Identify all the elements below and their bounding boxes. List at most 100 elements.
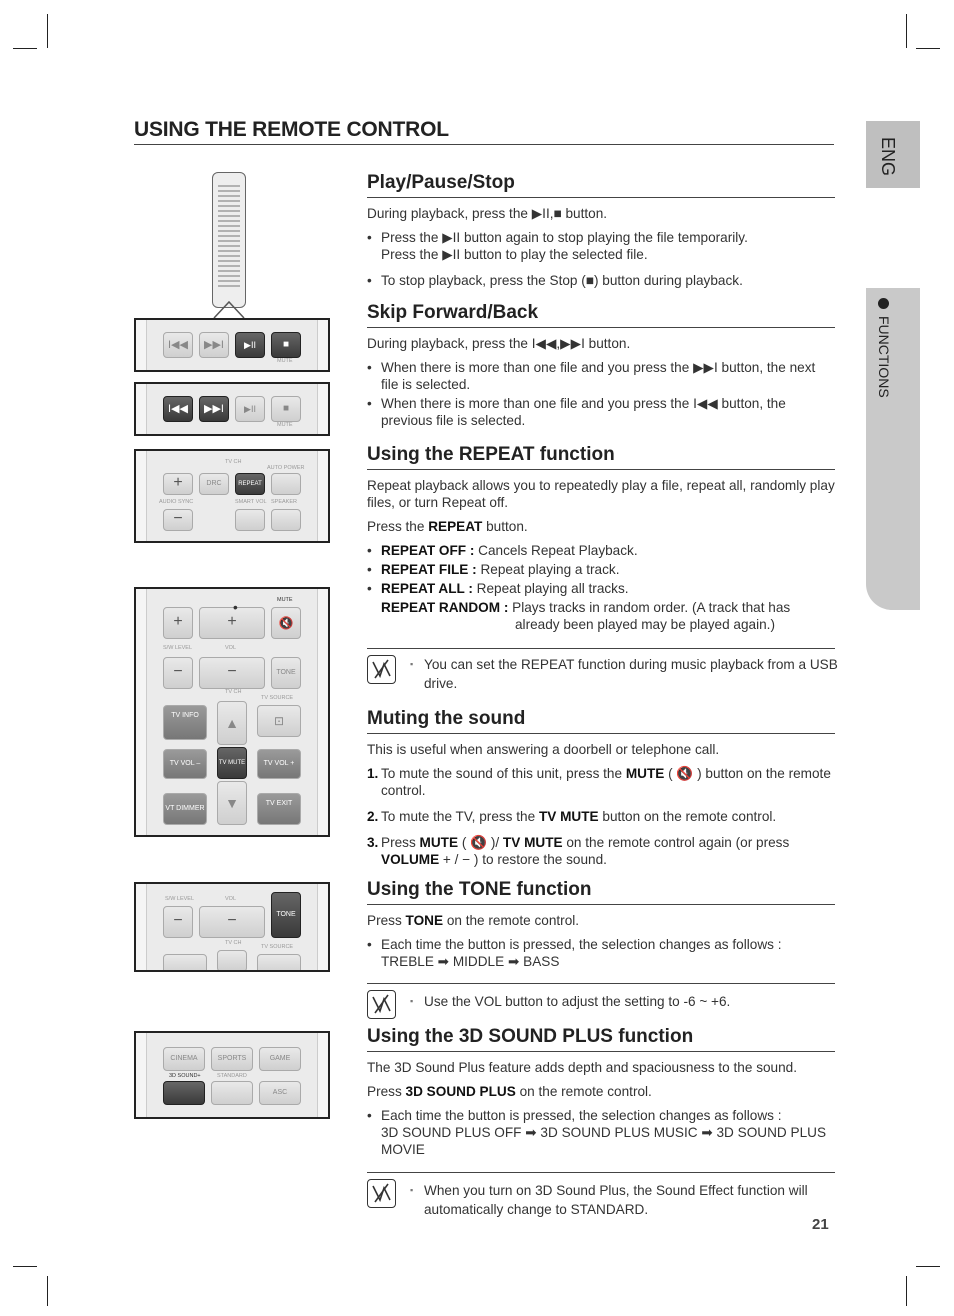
crop-mark <box>13 48 37 49</box>
minus-key-icon: − <box>163 509 193 531</box>
tv-info-key <box>163 954 207 970</box>
section-3d-sound: Using the 3D SOUND PLUS function The 3D … <box>367 1026 835 1158</box>
note-icon <box>367 1179 396 1208</box>
section-play: Play/Pause/Stop During playback, press t… <box>367 172 835 289</box>
remote-panel-repeat: TV CH AUTO POWER + DRC REPEAT AUDIO SYNC… <box>134 449 330 543</box>
note-text: You can set the REPEAT function during m… <box>410 655 844 693</box>
vol-label: VOL <box>225 645 237 651</box>
note-3d-sound: When you turn on 3D Sound Plus, the Soun… <box>367 1172 835 1219</box>
sw-level-label: S/W LEVEL <box>165 896 195 902</box>
crop-mark <box>916 1266 940 1267</box>
list-item: REPEAT ALL : Repeat playing all tracks. <box>367 580 835 597</box>
skip-forward-key-icon: ▶▶I <box>199 332 229 358</box>
smart-vol-label: SMART VOL <box>235 499 267 505</box>
tv-source-key <box>257 954 301 970</box>
game-key: GAME <box>259 1047 301 1071</box>
tvch-label: TV CH <box>225 689 242 695</box>
skip-back-key-icon: I◀◀ <box>163 396 193 422</box>
play-pause-stop-icon: ▶II,■ <box>531 206 562 221</box>
section-tone: Using the TONE function Press TONE on th… <box>367 879 835 970</box>
section-tab-label: FUNCTIONS <box>876 316 892 398</box>
crop-mark <box>13 1266 37 1267</box>
tvch-label: TV CH <box>225 940 242 946</box>
mute-key-icon: 🔇 <box>271 607 301 639</box>
cinema-key: CINEMA <box>163 1047 205 1071</box>
play-heading: Play/Pause/Stop <box>367 172 835 198</box>
section-mute: Muting the sound This is useful when ans… <box>367 708 835 868</box>
list-item: 1.To mute the sound of this unit, press … <box>367 766 831 798</box>
tone-key: TONE <box>271 892 301 938</box>
tv-info-key: TV INFO <box>163 705 207 740</box>
audio-sync-label: AUDIO SYNC <box>159 499 194 505</box>
note-repeat: You can set the REPEAT function during m… <box>367 648 838 697</box>
channel-down-key-icon: ▼ <box>217 781 247 825</box>
plus-key-icon: + <box>163 607 193 639</box>
pointer-arrow-icon <box>213 300 245 319</box>
page-title: USING THE REMOTE CONTROL <box>134 118 834 145</box>
3d-sound-press: Press 3D SOUND PLUS on the remote contro… <box>367 1084 652 1099</box>
stop-key-icon: ■ <box>271 396 301 422</box>
play-intro: During playback, press the ▶II,■ button. <box>367 206 608 221</box>
speaker-key <box>271 509 301 531</box>
vol-label: VOL <box>225 896 237 902</box>
tone-key: TONE <box>271 657 301 689</box>
list-item: 3.Press MUTE ( 🔇 )/ TV MUTE on the remot… <box>367 835 790 867</box>
note-text: Use the VOL button to adjust the setting… <box>410 992 844 1011</box>
crop-mark <box>47 1276 48 1306</box>
3d-sound-heading: Using the 3D SOUND PLUS function <box>367 1026 835 1052</box>
list-item: When there is more than one file and you… <box>367 359 835 393</box>
list-item: When there is more than one file and you… <box>367 395 835 429</box>
skip-back-icon: I◀◀ <box>693 396 718 411</box>
tvch-label: TV CH <box>225 459 242 465</box>
crop-mark <box>906 1276 907 1306</box>
list-item: REPEAT RANDOM : Plays tracks in random o… <box>367 599 835 633</box>
play-pause-icon: ▶II <box>442 247 461 262</box>
mute-heading: Muting the sound <box>367 708 835 734</box>
section-repeat: Using the REPEAT function Repeat playbac… <box>367 444 835 633</box>
tv-vol-minus-key: TV VOL – <box>163 749 207 779</box>
auto-power-key <box>271 473 301 495</box>
list-item: 2.To mute the TV, press the TV MUTE butt… <box>367 809 777 824</box>
repeat-intro: Repeat playback allows you to repeatedly… <box>367 478 835 510</box>
repeat-key: REPEAT <box>235 473 265 495</box>
play-pause-key-icon: ▶II <box>235 332 265 358</box>
smart-vol-key <box>235 509 265 531</box>
tv-mute-key: TV MUTE <box>217 747 247 779</box>
mute-intro: This is useful when answering a doorbell… <box>367 742 720 757</box>
mute-label: MUTE <box>277 422 293 428</box>
crop-mark <box>47 14 48 48</box>
page-number: 21 <box>812 1216 829 1233</box>
asc-key: ASC <box>259 1081 301 1105</box>
3d-sound-intro: The 3D Sound Plus feature adds depth and… <box>367 1060 798 1075</box>
skip-forward-icon: ▶▶I <box>693 360 718 375</box>
repeat-press: Press the REPEAT button. <box>367 519 528 534</box>
tv-vol-plus-key: TV VOL + <box>257 749 301 779</box>
channel-up-key-icon: ▲ <box>217 701 247 745</box>
play-pause-key-icon: ▶II <box>235 396 265 422</box>
list-item: REPEAT OFF : Cancels Repeat Playback. <box>367 542 835 559</box>
stop-key-icon: ■ <box>271 332 301 358</box>
list-item: Each time the button is pressed, the sel… <box>367 1107 835 1158</box>
tone-heading: Using the TONE function <box>367 879 835 905</box>
sports-key: SPORTS <box>211 1047 253 1071</box>
list-item: Press the ▶II button again to stop playi… <box>367 229 835 263</box>
skip-back-key-icon: I◀◀ <box>163 332 193 358</box>
crop-mark <box>916 48 940 49</box>
tv-source-label: TV SOURCE <box>261 944 294 950</box>
vol-plus-key-icon: + <box>199 607 265 639</box>
vol-minus-key-icon: − <box>199 657 265 689</box>
skip-icon: I◀◀,▶▶I <box>531 336 585 351</box>
minus-key-icon: − <box>163 657 193 689</box>
section-skip: Skip Forward/Back During playback, press… <box>367 302 835 429</box>
language-tab: ENG <box>866 121 920 188</box>
skip-heading: Skip Forward/Back <box>367 302 835 328</box>
remote-panel-mute: MUTE + + 🔇 S/W LEVEL VOL − − TONE TV CH … <box>134 587 330 837</box>
drc-key: DRC <box>199 473 229 495</box>
remote-panel-play: I◀◀ ▶▶I ▶II ■ MUTE <box>134 318 330 372</box>
auto-power-label: AUTO POWER <box>267 465 305 471</box>
play-pause-icon: ▶II <box>442 230 461 245</box>
plus-key-icon: + <box>163 473 193 495</box>
vt-dimmer-key: VT DIMMER <box>163 793 207 825</box>
remote-panel-skip: I◀◀ ▶▶I ▶II ■ MUTE <box>134 382 330 436</box>
vol-minus-key-icon: − <box>199 906 265 938</box>
